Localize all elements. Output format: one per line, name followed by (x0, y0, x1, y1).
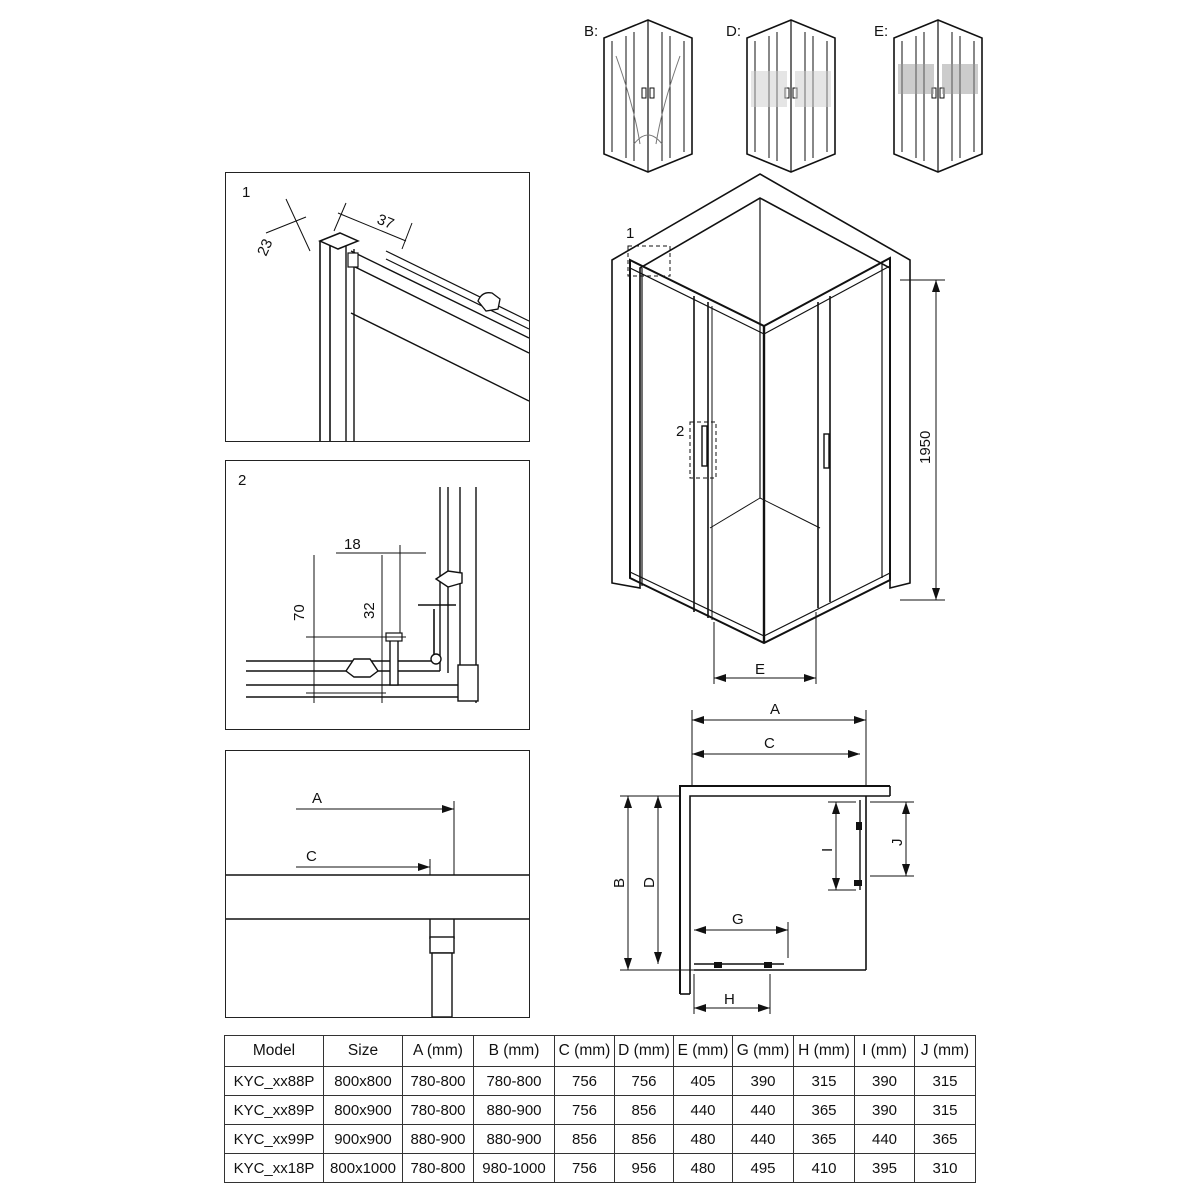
table-row: KYC_xx99P 900x900 880-900 880-900 856 85… (224, 1124, 976, 1154)
header-model: Model (224, 1035, 324, 1067)
table-cell: 956 (614, 1153, 674, 1183)
plan-label-c: C (764, 735, 775, 752)
table-cell: KYC_xx89P (224, 1095, 324, 1125)
table-cell: 440 (732, 1095, 794, 1125)
table-cell: 780-800 (402, 1095, 474, 1125)
table-cell: 780-800 (473, 1066, 555, 1096)
table-cell: 856 (614, 1095, 674, 1125)
table-cell: KYC_xx18P (224, 1153, 324, 1183)
table-cell: 856 (554, 1124, 615, 1154)
table-cell: 800x900 (323, 1095, 403, 1125)
table-cell: KYC_xx99P (224, 1124, 324, 1154)
table-cell: 480 (673, 1124, 733, 1154)
header-e: E (mm) (673, 1035, 733, 1067)
table-row: KYC_xx88P 800x800 780-800 780-800 756 75… (224, 1066, 976, 1096)
plan-label-h: H (724, 991, 735, 1008)
table-cell: 900x900 (323, 1124, 403, 1154)
variant-b-thumbnail (603, 19, 693, 173)
table-row: KYC_xx18P 800x1000 780-800 980-1000 756 … (224, 1153, 976, 1183)
iso-height-dim: 1950 (917, 431, 934, 464)
section-panel: A C (225, 750, 530, 1018)
table-cell: 440 (732, 1124, 794, 1154)
header-d: D (mm) (614, 1035, 674, 1067)
variant-e-label: E: (874, 23, 888, 40)
variant-thumbnails: B: D: E: (584, 19, 983, 173)
table-cell: 315 (914, 1095, 976, 1125)
table-cell: 856 (614, 1124, 674, 1154)
plan-label-j: J (889, 839, 906, 847)
section-label-a: A (312, 790, 322, 807)
plan-label-a: A (770, 701, 780, 718)
table-cell: 980-1000 (473, 1153, 555, 1183)
detail-2-dim-c: 32 (361, 602, 378, 619)
table-cell: 495 (732, 1153, 794, 1183)
table-cell: 390 (732, 1066, 794, 1096)
iso-callout-2: 2 (676, 423, 684, 440)
plan-label-g: G (732, 911, 744, 928)
table-cell: 800x1000 (323, 1153, 403, 1183)
plan-label-d: D (641, 877, 658, 888)
table-cell: 390 (854, 1066, 915, 1096)
table-cell: 780-800 (402, 1153, 474, 1183)
table-cell: 410 (793, 1153, 855, 1183)
plan-view: A C B D I J G H (611, 701, 914, 1014)
detail-1-dim-b: 37 (375, 211, 397, 233)
detail-1-dim-a: 23 (254, 236, 276, 258)
table-header-row: Model Size A (mm) B (mm) C (mm) D (mm) E… (224, 1035, 976, 1067)
header-a: A (mm) (402, 1035, 474, 1067)
plan-label-i: I (819, 848, 836, 852)
table-cell: 800x800 (323, 1066, 403, 1096)
header-g: G (mm) (732, 1035, 794, 1067)
isometric-view: 1 2 1950 E (611, 173, 945, 684)
table-cell: 315 (793, 1066, 855, 1096)
table-cell: 780-800 (402, 1066, 474, 1096)
table-cell: 395 (854, 1153, 915, 1183)
header-size: Size (323, 1035, 403, 1067)
table-cell: 480 (673, 1153, 733, 1183)
table-row: KYC_xx89P 800x900 780-800 880-900 756 85… (224, 1095, 976, 1125)
table-cell: 756 (614, 1066, 674, 1096)
table-cell: 756 (554, 1095, 615, 1125)
variant-d-thumbnail (746, 19, 836, 173)
detail-2-panel: 2 18 70 32 (225, 460, 530, 730)
table-cell: 405 (673, 1066, 733, 1096)
table-cell: 756 (554, 1066, 615, 1096)
detail-2-dim-a: 18 (344, 536, 361, 553)
table-cell: 365 (914, 1124, 976, 1154)
table-cell: 390 (854, 1095, 915, 1125)
detail-1-panel: 1 23 37 (225, 172, 530, 442)
header-j: J (mm) (914, 1035, 976, 1067)
table-cell: 365 (793, 1124, 855, 1154)
table-cell: 365 (793, 1095, 855, 1125)
table-cell: 880-900 (473, 1095, 555, 1125)
table-cell: 756 (554, 1153, 615, 1183)
header-b: B (mm) (473, 1035, 555, 1067)
detail-2-number: 2 (238, 472, 246, 489)
spec-table: Model Size A (mm) B (mm) C (mm) D (mm) E… (224, 1035, 976, 1183)
iso-label-e: E (755, 661, 765, 678)
variant-e-thumbnail (893, 19, 983, 173)
variant-d-label: D: (726, 23, 741, 40)
iso-callout-1: 1 (626, 225, 634, 242)
plan-label-b: B (611, 878, 628, 888)
table-cell: 440 (673, 1095, 733, 1125)
table-cell: 310 (914, 1153, 976, 1183)
detail-1-number: 1 (242, 184, 250, 201)
variant-b-label: B: (584, 23, 598, 40)
table-cell: 880-900 (402, 1124, 474, 1154)
header-h: H (mm) (793, 1035, 855, 1067)
table-cell: 315 (914, 1066, 976, 1096)
header-i: I (mm) (854, 1035, 915, 1067)
table-cell: KYC_xx88P (224, 1066, 324, 1096)
table-cell: 880-900 (473, 1124, 555, 1154)
table-cell: 440 (854, 1124, 915, 1154)
section-label-c: C (306, 848, 317, 865)
detail-2-dim-b: 70 (291, 604, 308, 621)
header-c: C (mm) (554, 1035, 615, 1067)
